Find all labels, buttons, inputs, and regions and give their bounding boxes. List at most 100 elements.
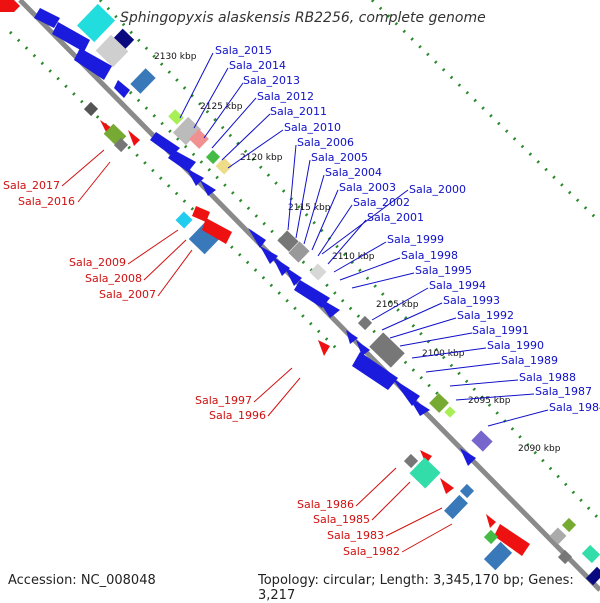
reverse-gene-labels: Sala_2017 Sala_2016 Sala_2009 Sala_2008 …	[3, 179, 400, 558]
gene-label: Sala_1990	[487, 339, 544, 352]
gene-arrow-blue	[260, 246, 278, 264]
gene-box-olive	[561, 517, 577, 533]
gene-box-gray	[309, 263, 327, 281]
gene-arrow-red	[318, 340, 330, 356]
gene-label: Sala_1984	[549, 401, 600, 414]
gene-arrow-red	[440, 478, 454, 494]
gene-arrow-blue	[114, 80, 130, 98]
gene-box-gray	[277, 230, 299, 252]
kbp-tick: 2090 kbp	[518, 444, 561, 454]
gene-box-gray	[549, 527, 567, 545]
gene-arrow-blue	[352, 352, 398, 390]
gene-label: Sala_1995	[415, 264, 472, 277]
gene-label: Sala_2002	[353, 196, 410, 209]
gene-label: Sala_1983	[327, 529, 384, 542]
gene-box-gray	[83, 101, 99, 117]
genome-title: Sphingopyxis alaskensis RB2256, complete…	[120, 10, 486, 26]
gene-box-lime	[168, 109, 184, 125]
gene-arrow-blue	[460, 448, 476, 466]
gene-label: Sala_2013	[243, 74, 300, 87]
gene-box-cyan	[76, 3, 116, 43]
gene-label: Sala_1986	[297, 498, 354, 511]
gene-label: Sala_2012	[257, 90, 314, 103]
gene-box-lime	[444, 406, 456, 418]
gene-label: Sala_1991	[472, 324, 529, 337]
gene-arrow-red	[128, 130, 140, 146]
gene-arrow-blue	[392, 378, 420, 406]
gene-label: Sala_2001	[367, 211, 424, 224]
gene-box-steel	[483, 541, 513, 571]
gene-arrow-red	[486, 514, 496, 528]
gene-label: Sala_1985	[313, 513, 370, 526]
kbp-tick: 2095 kbp	[468, 396, 511, 406]
kbp-tick: 2110 kbp	[332, 252, 375, 262]
gene-box-gray	[288, 241, 310, 263]
gene-label: Sala_1999	[387, 233, 444, 246]
gene-label: Sala_2017	[3, 179, 60, 192]
gene-arrow-blue	[200, 180, 216, 196]
gene-arrow-blue	[272, 256, 290, 276]
gene-label: Sala_2016	[18, 195, 75, 208]
forward-gene-labels: Sala_2015 Sala_2014 Sala_2013 Sala_2012 …	[215, 44, 600, 414]
gene-arrow-blue	[248, 228, 266, 248]
gene-box-steel	[444, 494, 468, 520]
gene-box-gray	[357, 315, 373, 331]
gene-arrow-blue	[150, 132, 180, 156]
kbp-tick: 2120 kbp	[240, 153, 283, 163]
gene-box-olive	[429, 393, 449, 413]
kbp-tick: 2125 kbp	[200, 102, 243, 112]
kbp-tick: 2130 kbp	[154, 52, 197, 62]
gene-features	[0, 0, 600, 586]
gene-box-green	[205, 149, 221, 165]
gene-label: Sala_2003	[339, 181, 396, 194]
gene-label: Sala_1997	[195, 394, 252, 407]
accession-label: Accession: NC_008048	[8, 573, 156, 588]
gene-label: Sala_1987	[535, 385, 592, 398]
gene-box-cyan	[175, 211, 193, 229]
gene-arrow-blue	[408, 396, 430, 416]
gene-box-gray	[403, 453, 419, 469]
gene-box-pink	[189, 129, 209, 149]
gene-label: Sala_1994	[429, 279, 486, 292]
gene-arrow-blue	[34, 8, 60, 28]
gene-arrow-red	[202, 218, 232, 244]
gene-label: Sala_1989	[501, 354, 558, 367]
gene-box-gray	[113, 137, 129, 153]
gene-box-gray	[557, 549, 573, 565]
gene-box-steel	[130, 68, 156, 94]
gene-arrow-blue	[284, 266, 302, 286]
gene-label: Sala_1996	[209, 409, 266, 422]
gene-box-gray	[172, 116, 202, 146]
gene-label: Sala_2000	[409, 183, 466, 196]
gene-arrow-red	[494, 524, 530, 556]
kbp-tick: 2115 kbp	[288, 203, 331, 213]
gene-arrow-blue	[316, 296, 340, 318]
reverse-leaders	[61, 149, 453, 553]
gene-box-yellow	[215, 157, 233, 175]
gene-arrow-red	[0, 0, 10, 12]
gene-box-teal	[409, 457, 441, 489]
gene-label: Sala_1993	[443, 294, 500, 307]
guide-lines	[8, 0, 600, 522]
gene-label: Sala_1998	[401, 249, 458, 262]
gene-arrow-blue	[74, 48, 112, 80]
gene-arrow-blue	[168, 150, 196, 172]
gene-label: Sala_2010	[284, 121, 341, 134]
gene-arrow-red	[192, 206, 210, 222]
gene-box-gray	[95, 34, 129, 68]
gene-arrow-blue	[186, 168, 204, 186]
gene-label: Sala_2008	[85, 272, 142, 285]
gene-box-violet	[471, 430, 493, 452]
gene-box-green	[483, 529, 499, 545]
topology-label: Topology: circular; Length: 3,345,170 bp…	[258, 573, 574, 603]
gene-label: Sala_1982	[343, 545, 400, 558]
gene-label: Sala_2015	[215, 44, 272, 57]
gene-label: Sala_2011	[270, 105, 327, 118]
gene-label: Sala_2014	[229, 59, 286, 72]
gene-box-steel	[459, 483, 475, 499]
gene-label: Sala_2009	[69, 256, 126, 269]
gene-label: Sala_2007	[99, 288, 156, 301]
gene-box-gray	[369, 332, 405, 368]
gene-label: Sala_2004	[325, 166, 382, 179]
